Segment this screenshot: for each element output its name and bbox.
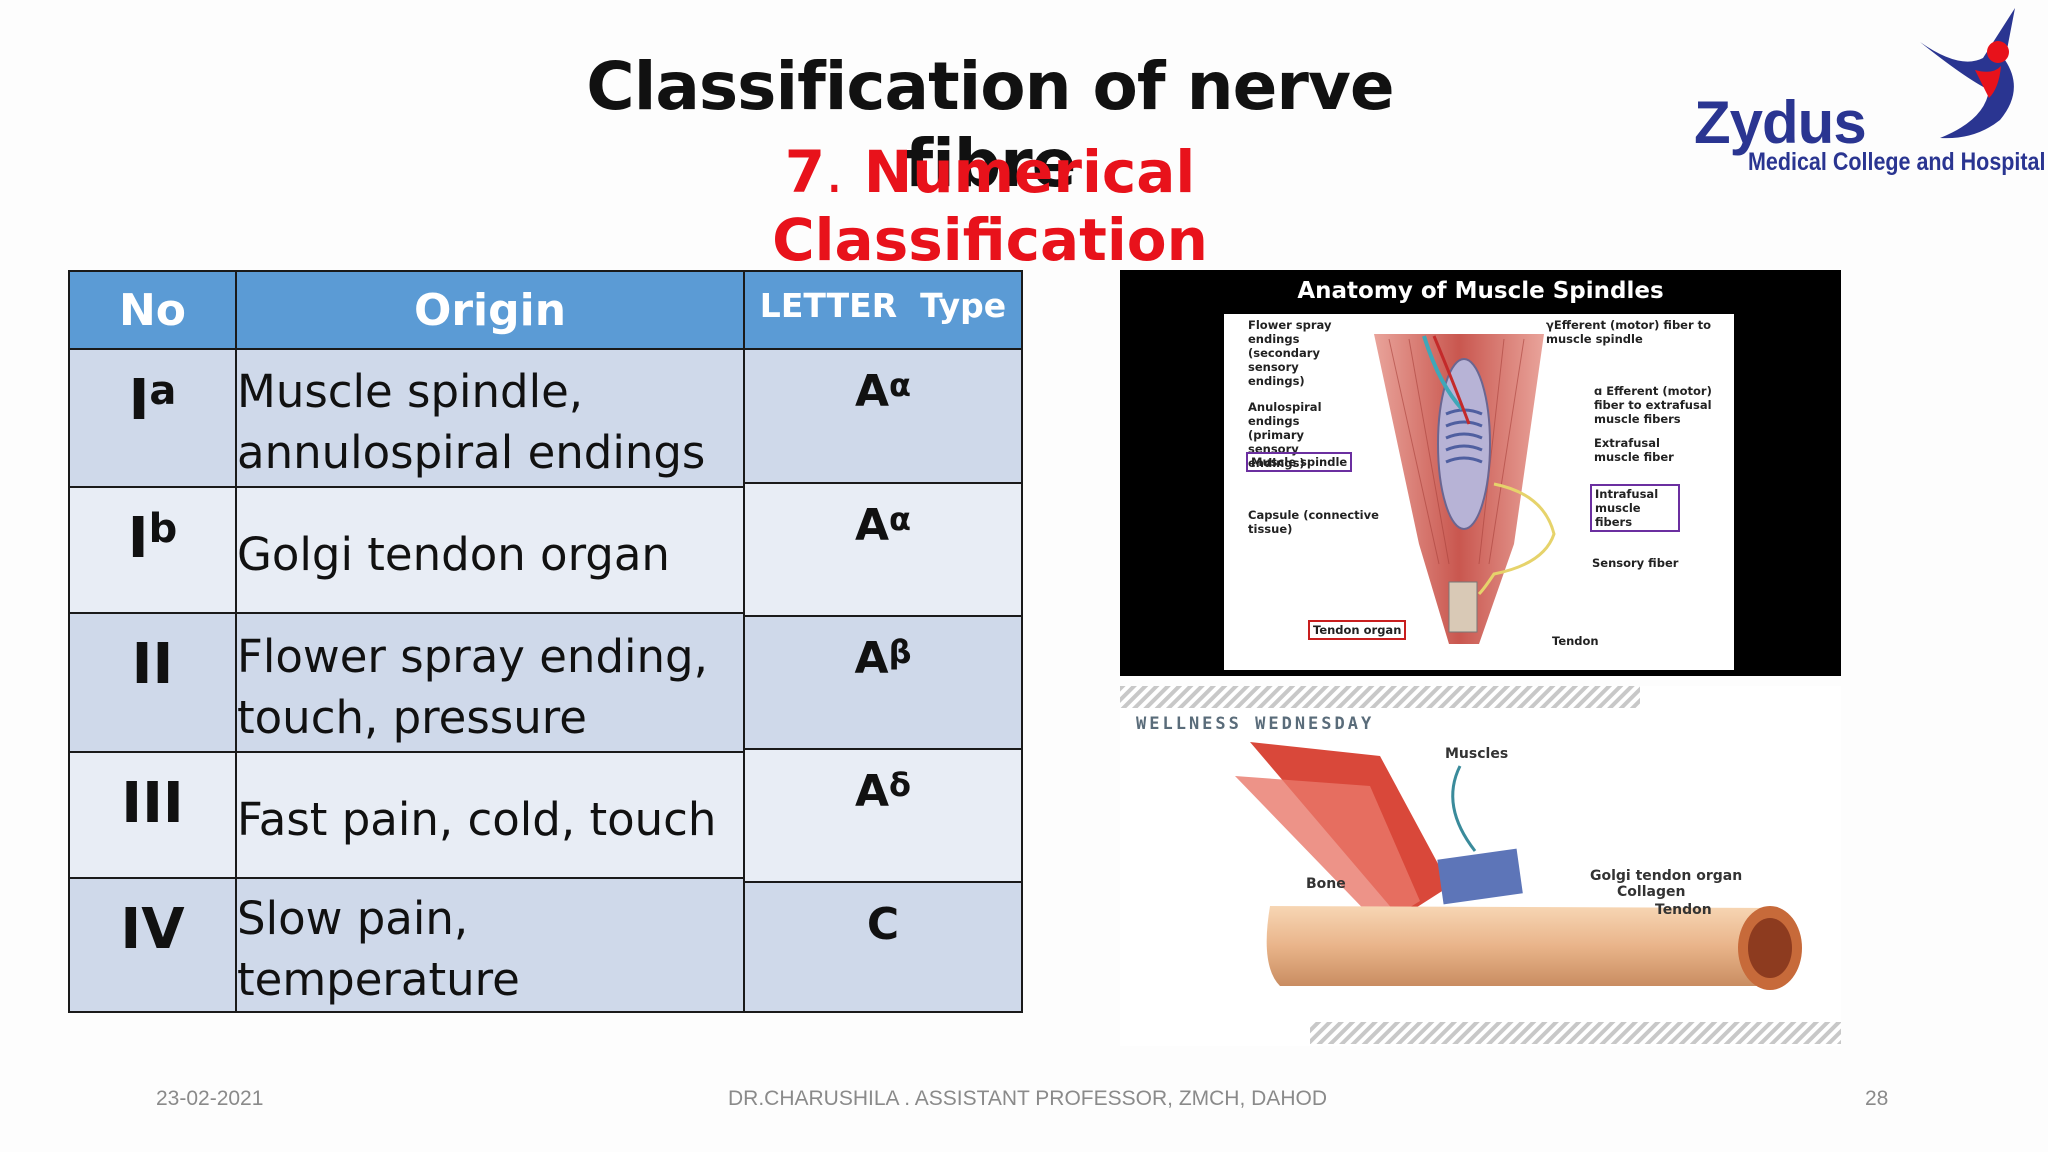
muscle-spindle-figure: Anatomy of Muscle Spindles Flower spray … — [1120, 270, 1841, 676]
label-tendon2: Tendon — [1655, 902, 1712, 918]
row5-letter: C — [743, 881, 1023, 1013]
row2-no-text: I — [127, 506, 149, 571]
row4-origin-line1: Fast pain, cold, touch — [237, 792, 717, 846]
label-muscle-spindle: Muscle spindle — [1246, 452, 1353, 472]
row3-no-text: II — [131, 632, 174, 697]
row3-letter-text: A — [854, 633, 889, 684]
row4-letter-text: A — [854, 766, 890, 817]
row2-origin: Golgi tendon organ — [235, 486, 745, 614]
label-extrafusal: Extrafusal muscle fiber — [1594, 436, 1674, 464]
subtitle-dot: . — [825, 138, 844, 206]
label-golgi-tendon-organ: Golgi tendon organ — [1590, 868, 1743, 884]
row3-letter-sub: β — [888, 633, 912, 671]
golgi-tendon-figure: WELLNESS WEDNESDAY Muscles Bone Golgi te… — [1120, 686, 1841, 1046]
row1-no-text: I — [128, 368, 150, 433]
figure1-title: Anatomy of Muscle Spindles — [1297, 278, 1664, 304]
label-flower-spray: Flower spray endings (secondary sensory … — [1248, 318, 1332, 388]
logo-figure-icon — [1920, 8, 2015, 139]
label-gamma-efferent: γEfferent (motor) fiber to muscle spindl… — [1546, 318, 1712, 346]
row5-no-text: IV — [120, 897, 185, 962]
subtitle-number: 7 — [784, 138, 826, 206]
row5-origin-line1: Slow pain, — [237, 892, 469, 945]
row3-origin-line1: Flower spray ending, — [237, 629, 708, 683]
label-tendon: Tendon — [1552, 634, 1599, 648]
logo-subtitle: Medical College and Hospital — [1748, 148, 2046, 176]
label-bone: Bone — [1306, 876, 1346, 892]
label-muscles: Muscles — [1445, 746, 1509, 762]
row1-origin: Muscle spindle, annulospiral endings — [235, 348, 745, 488]
subtitle-text: Numerical Classification — [772, 138, 1208, 274]
label-intrafusal: Intrafusal muscle fibers — [1590, 484, 1680, 532]
row5-origin-line2: temperature — [237, 953, 520, 1006]
row1-origin-line2: annulospiral endings — [237, 426, 706, 479]
row2-no-sub: b — [148, 506, 178, 552]
row4-no: III — [68, 751, 237, 879]
footer-date: 23-02-2021 — [156, 1087, 264, 1110]
label-tendon-organ: Tendon organ — [1308, 620, 1407, 640]
row1-no-sub: a — [149, 368, 177, 414]
row1-letter-sub: α — [889, 366, 912, 404]
slide-title: Classification of nerve fibre — [586, 48, 1394, 202]
wellness-wednesday-banner: WELLNESS WEDNESDAY — [1136, 714, 1375, 734]
row4-origin: Fast pain, cold, touch — [235, 751, 745, 879]
footer-author: DR.CHARUSHILA . ASSISTANT PROFESSOR, ZMC… — [728, 1087, 1327, 1110]
row3-origin: Flower spray ending, touch, pressure — [235, 612, 745, 753]
zydus-logo: Zydus Medical College and Hospital — [1690, 0, 2048, 200]
row3-no: II — [68, 612, 237, 753]
muscle-spindle-illustration-icon — [1374, 334, 1556, 644]
slide-subtitle: 7. Numerical Classification — [560, 138, 1420, 274]
header-letter-type: LETTER Type — [743, 270, 1023, 350]
row2-origin-line1: Golgi tendon organ — [237, 527, 670, 581]
logo-wordmark: Zydus — [1694, 89, 1867, 156]
row1-letter-text: A — [854, 366, 890, 417]
label-collagen: Collagen — [1617, 884, 1686, 900]
row4-no-text: III — [121, 771, 184, 836]
row3-origin-line2: touch, pressure — [237, 690, 587, 744]
header-no: No — [68, 270, 237, 350]
label-sensory-fiber: Sensory fiber — [1592, 556, 1679, 570]
figure1-panel: Flower spray endings (secondary sensory … — [1224, 314, 1734, 670]
label-alpha-efferent: ɑ Efferent (motor) fiber to extrafusal m… — [1594, 384, 1712, 426]
row4-letter-sub: δ — [889, 766, 912, 804]
header-origin: Origin — [235, 270, 745, 350]
row2-letter-text: A — [854, 500, 890, 551]
label-capsule: Capsule (connective tissue) — [1248, 508, 1379, 536]
row5-no: IV — [68, 877, 237, 1013]
row2-letter-sub: α — [889, 500, 912, 538]
row1-origin-line1: Muscle spindle, — [237, 365, 584, 418]
row5-letter-text: C — [866, 899, 900, 950]
golgi-tendon-illustration-icon — [1120, 686, 1841, 1044]
footer-page-number: 28 — [1865, 1087, 1889, 1110]
row5-origin: Slow pain, temperature — [235, 877, 745, 1013]
